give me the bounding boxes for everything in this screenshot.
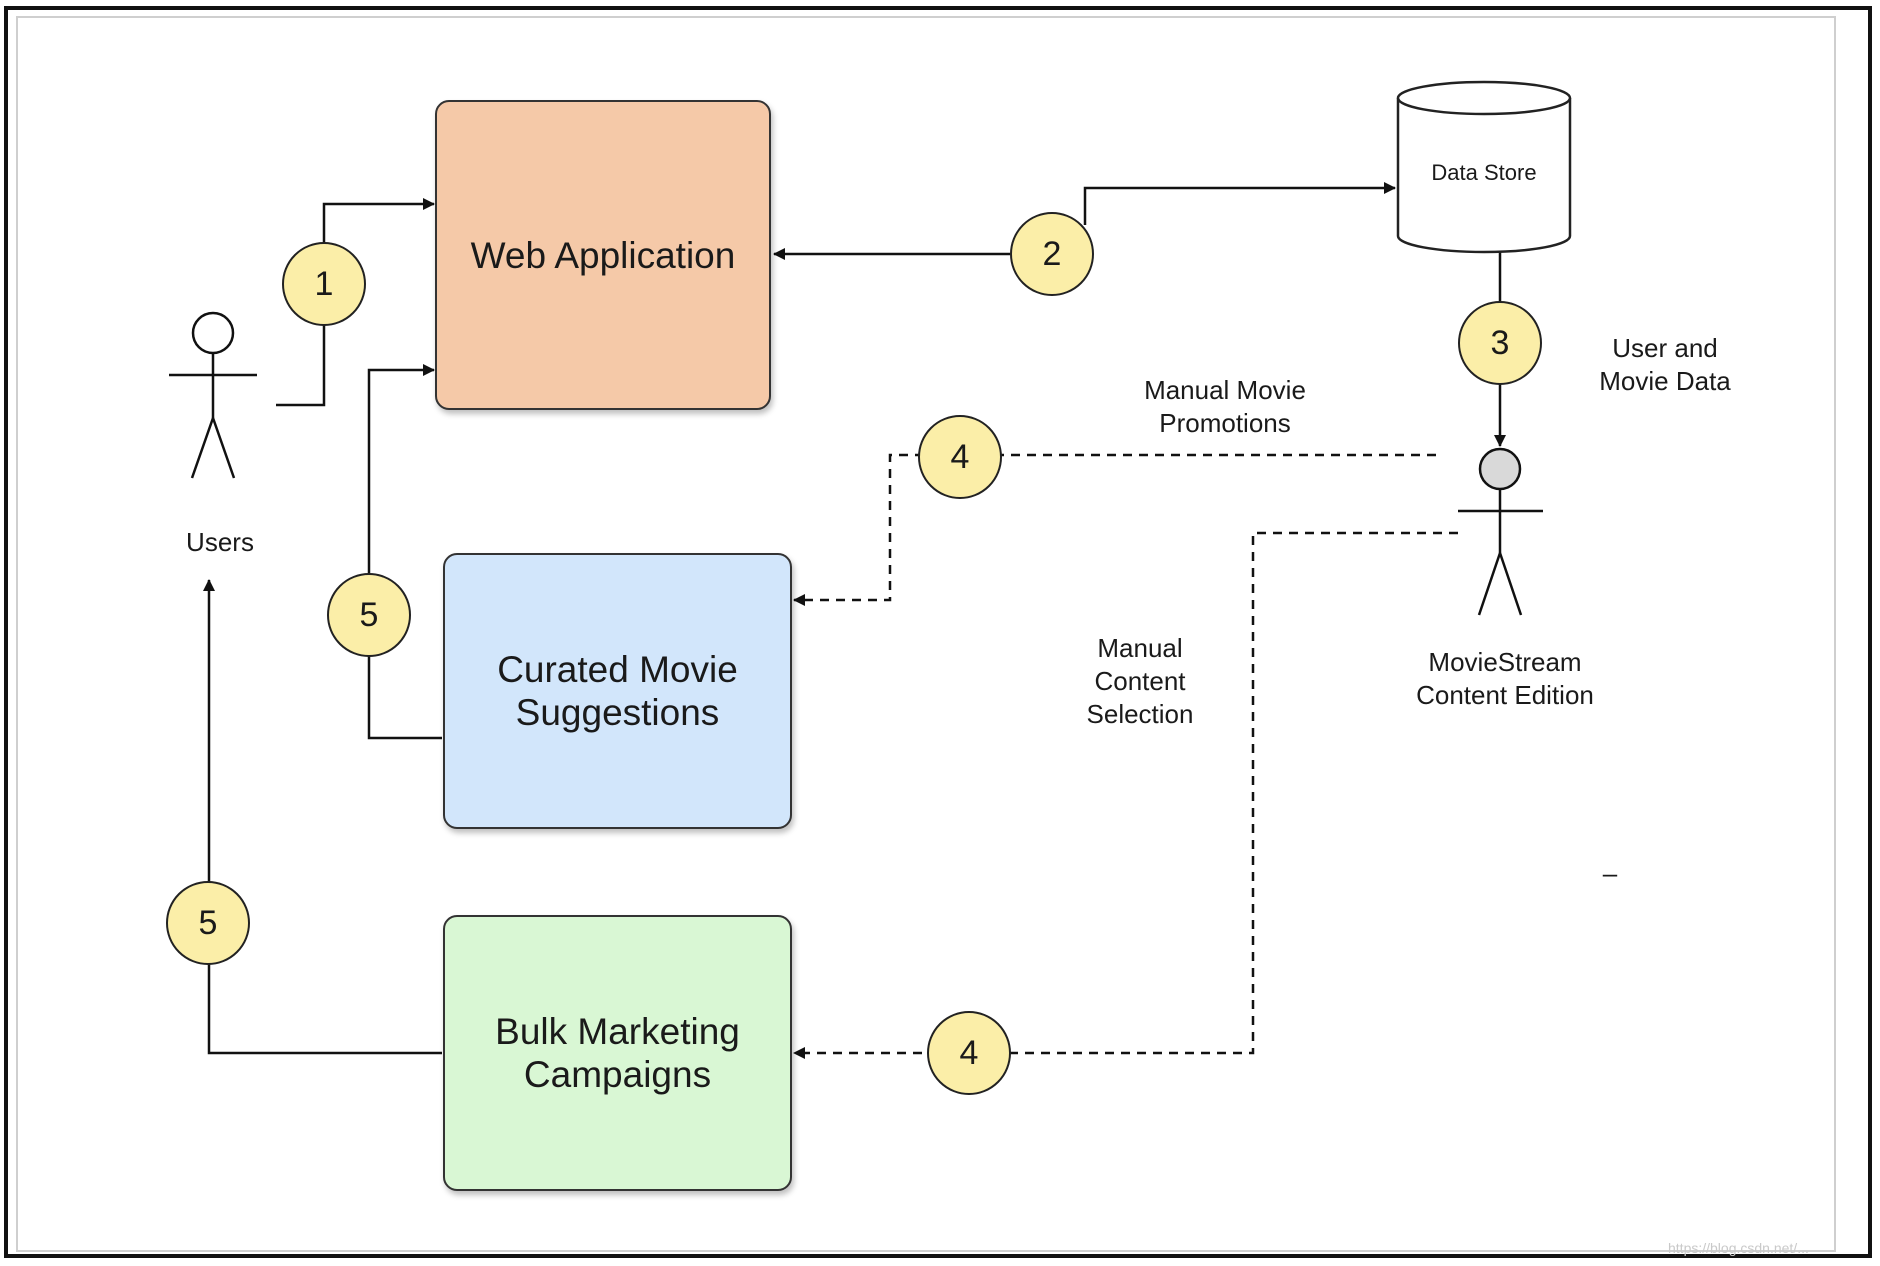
user-movie-data-label: User and Movie Data bbox=[1599, 333, 1731, 396]
web-application-box: Web Application bbox=[435, 100, 771, 410]
arrow-web-to-store bbox=[1083, 182, 1396, 225]
step-badge-5-users: 5 bbox=[166, 881, 250, 965]
curated-movie-suggestions-box: Curated Movie Suggestions bbox=[443, 553, 792, 829]
step-badge-4-top: 4 bbox=[918, 415, 1002, 499]
bulk-marketing-campaigns-box: Bulk Marketing Campaigns bbox=[443, 915, 792, 1191]
arrow-curated-to-web bbox=[367, 364, 442, 740]
data-store-label: Data Store bbox=[1431, 160, 1537, 185]
step-badge-1: 1 bbox=[282, 242, 366, 326]
users-label: Users bbox=[186, 527, 254, 557]
web-application-label: Web Application bbox=[470, 234, 736, 276]
step-badge-4-bottom: 4 bbox=[927, 1011, 1011, 1095]
arrow-bulk-to-users bbox=[203, 579, 442, 1055]
inner-frame bbox=[16, 16, 1836, 1252]
arrow-editor-to-bulk bbox=[793, 531, 1458, 1059]
bulk-marketing-campaigns-label: Bulk Marketing Campaigns bbox=[495, 1011, 740, 1095]
curated-movie-suggestions-label: Curated Movie Suggestions bbox=[497, 649, 738, 733]
manual-selection-label: Manual Content Selection bbox=[1086, 633, 1194, 729]
users-actor-icon bbox=[169, 311, 257, 479]
step-badge-5-curated: 5 bbox=[327, 573, 411, 657]
manual-promotions-label: Manual Movie Promotions bbox=[1144, 375, 1306, 438]
dash-mark: – bbox=[1602, 858, 1618, 888]
data-store-cylinder-icon bbox=[1396, 80, 1572, 254]
step-badge-2: 2 bbox=[1010, 212, 1094, 296]
editor-label: MovieStream Content Edition bbox=[1416, 647, 1594, 710]
step-badge-3: 3 bbox=[1458, 301, 1542, 385]
editor-actor-icon bbox=[1458, 447, 1543, 616]
watermark-text: https://blog.csdn.net/... bbox=[1668, 1240, 1809, 1256]
outer-frame bbox=[4, 6, 1872, 1258]
arrow-editor-to-curated bbox=[793, 453, 1436, 606]
